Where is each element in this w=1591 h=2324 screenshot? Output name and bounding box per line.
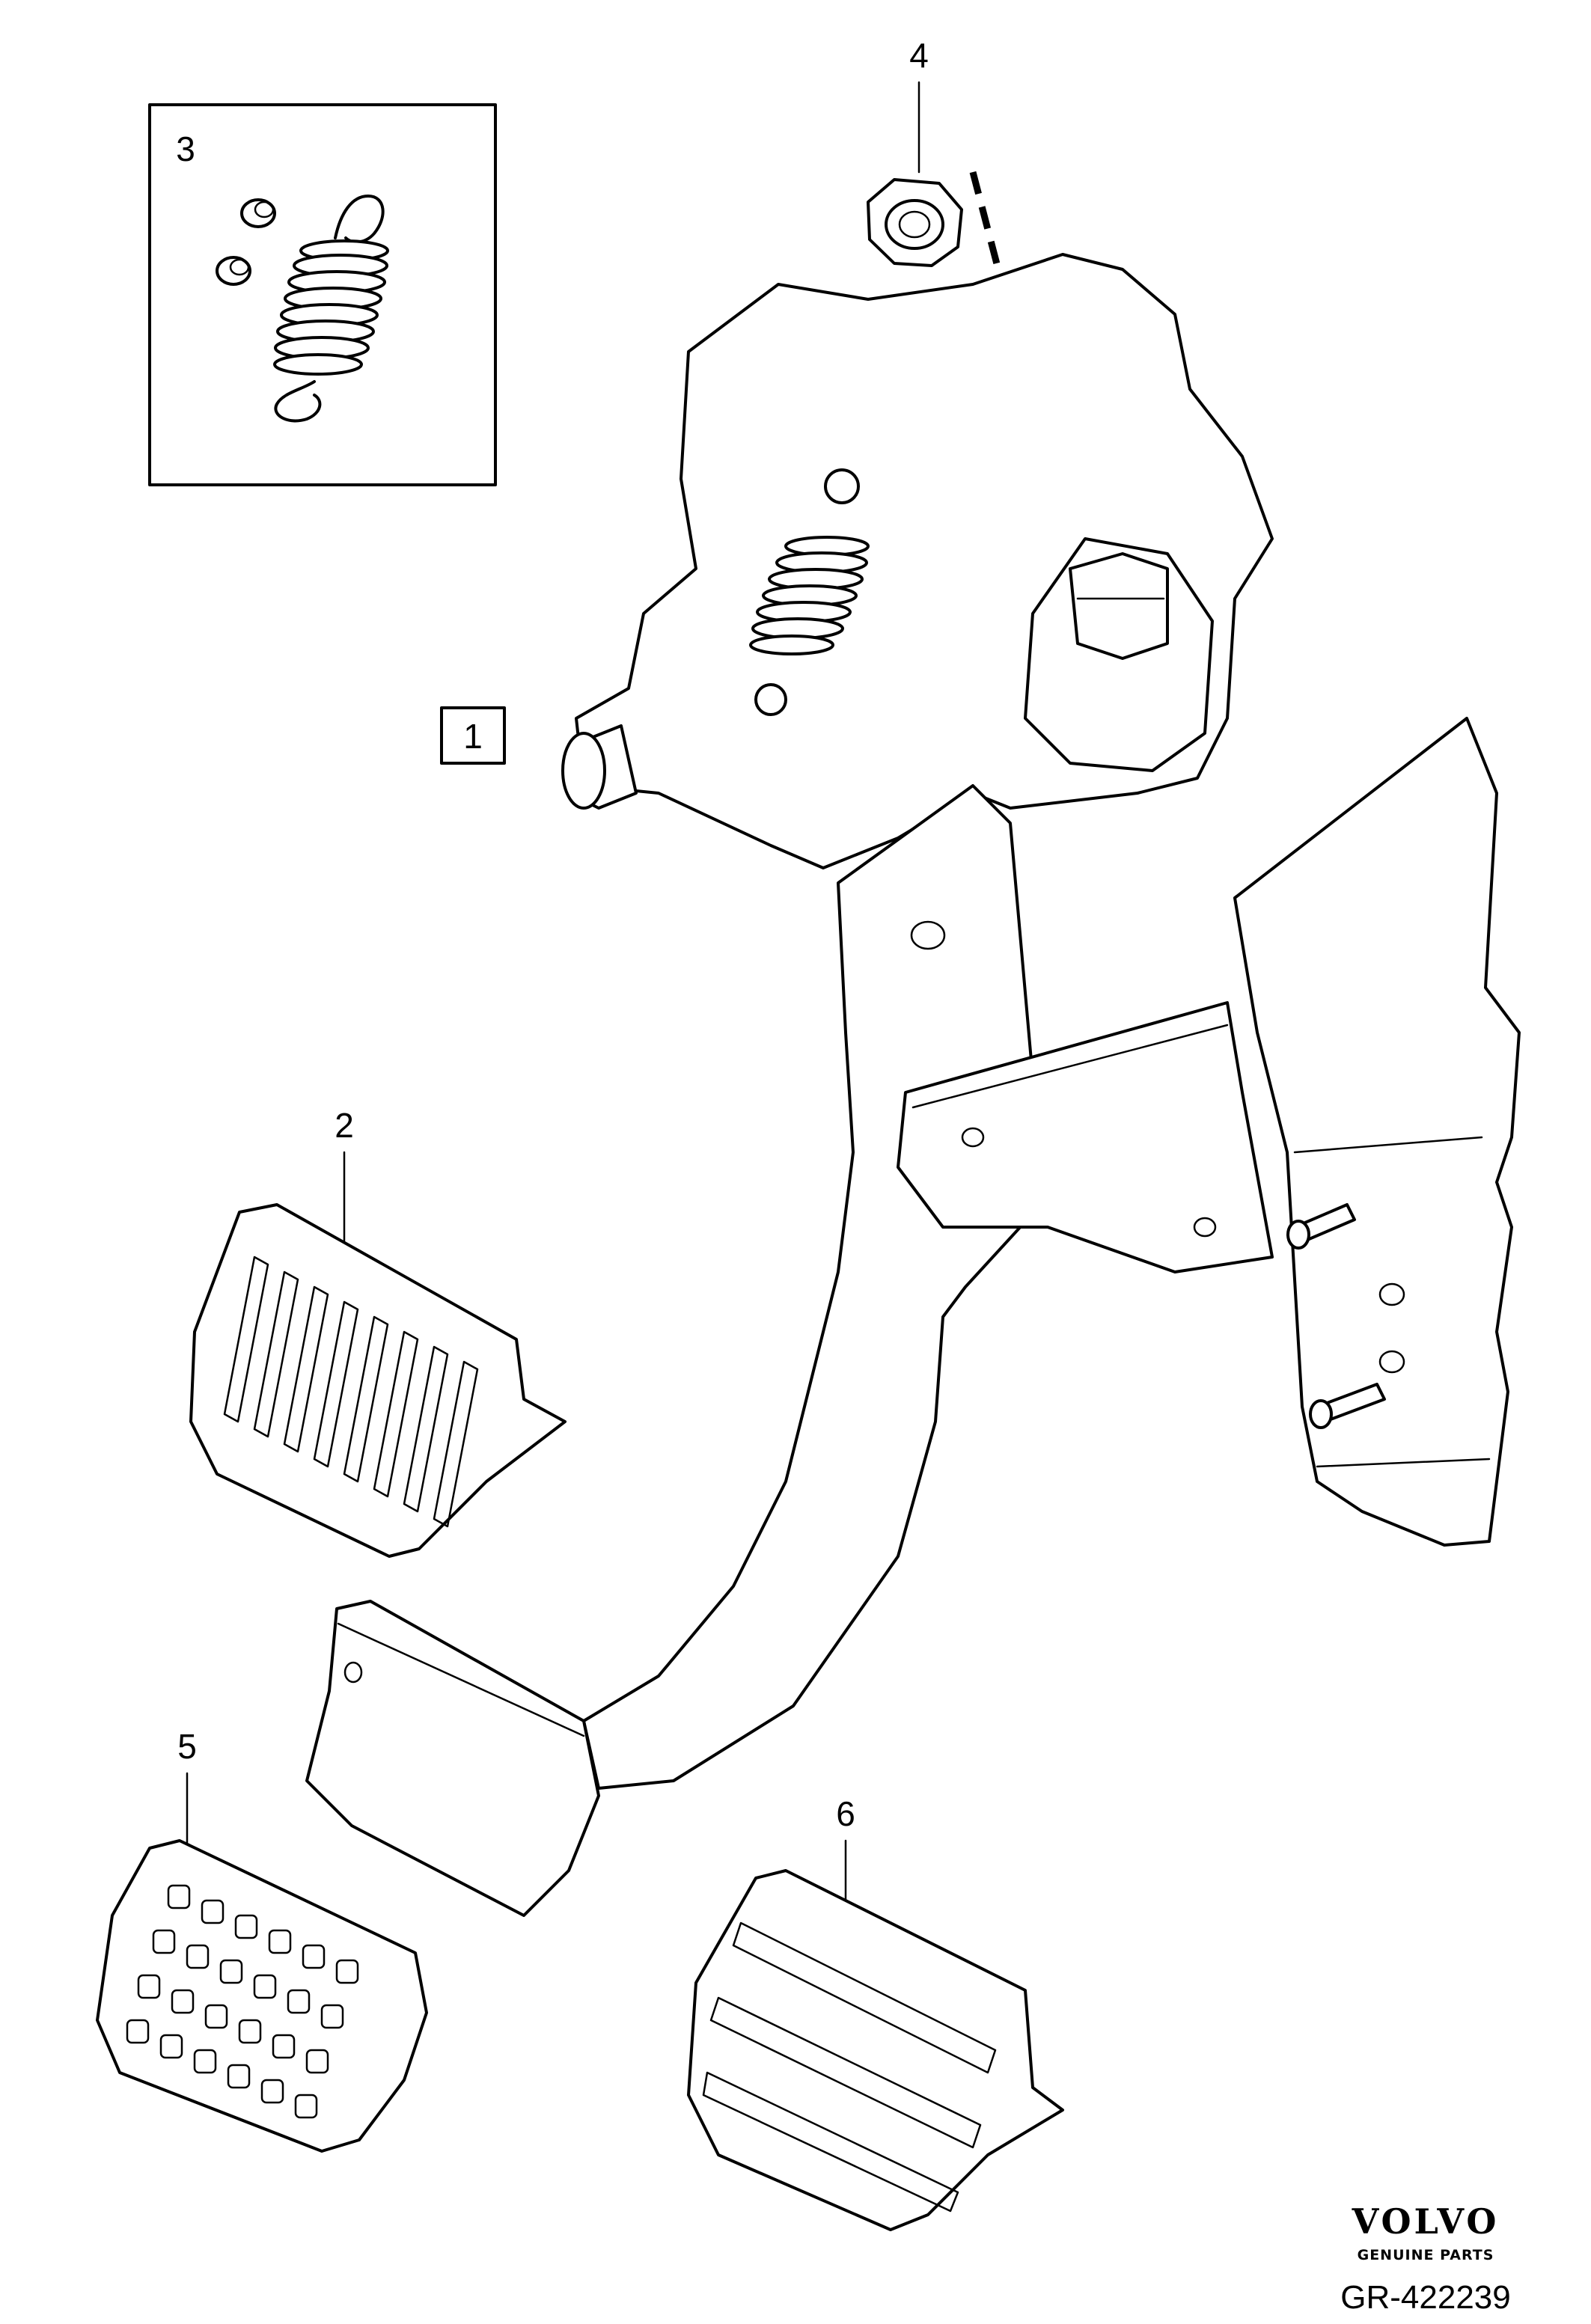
logo-text: VOLVO [1352, 2201, 1500, 2242]
callout-5: 5 [177, 1727, 197, 1766]
diagram-reference: GR-422239 [1340, 2279, 1510, 2316]
pedal-box-assembly-icon [561, 253, 1521, 1790]
pedal-position-sensor-icon [1024, 537, 1214, 772]
brake-pedal-pad-icon [189, 1203, 567, 1558]
accelerator-pedal-pad-icon [96, 1839, 428, 2153]
callout-6: 6 [836, 1794, 855, 1833]
bushing-icon [216, 198, 276, 286]
volvo-logo: VOLVO GENUINE PARTS [1352, 2201, 1500, 2263]
callout-4: 4 [909, 36, 929, 75]
spring-kit-icon [148, 103, 497, 486]
return-spring-icon [749, 468, 870, 716]
flange-nut-icon [867, 178, 963, 267]
callout-box-1 [440, 706, 506, 765]
callout-3: 3 [176, 129, 195, 168]
pad-grip-pattern [126, 1884, 359, 2119]
logo-tagline: GENUINE PARTS [1358, 2247, 1494, 2263]
callout-2: 2 [335, 1106, 354, 1145]
clutch-pedal-pad-icon [687, 1869, 1064, 2231]
callout-1: 1 [463, 717, 483, 756]
pedal-foot-plate-icon [305, 1600, 600, 1917]
mounting-stud-icon [1286, 1203, 1386, 1429]
coil-spring-icon [273, 195, 389, 423]
